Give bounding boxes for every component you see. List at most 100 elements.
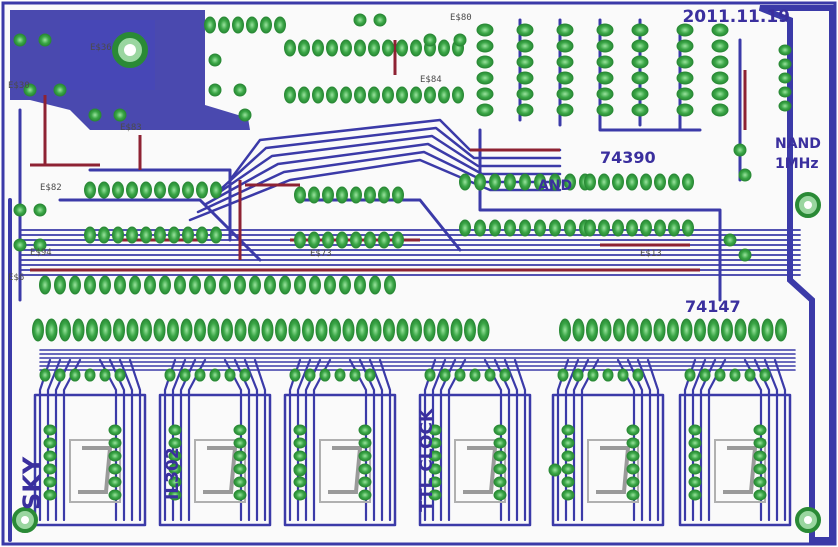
- pad: [261, 318, 274, 342]
- pad: [438, 39, 450, 57]
- pad: [293, 450, 307, 462]
- pad: [572, 318, 585, 342]
- pad: [477, 318, 490, 342]
- pad: [340, 86, 352, 104]
- chip-label-74147: 74147: [685, 297, 741, 316]
- pad: [108, 489, 122, 501]
- mounting-hole-icon: [112, 32, 148, 68]
- pad: [294, 275, 306, 295]
- pad: [326, 39, 338, 57]
- pad: [339, 275, 351, 295]
- pad: [382, 39, 394, 57]
- pad: [23, 83, 37, 97]
- pad: [319, 368, 331, 382]
- pad: [631, 39, 649, 53]
- pad: [640, 173, 652, 191]
- pad: [688, 489, 702, 501]
- pad: [59, 318, 71, 342]
- pad: [108, 424, 122, 436]
- pad: [738, 248, 752, 262]
- pad: [493, 450, 507, 462]
- pad: [358, 489, 372, 501]
- pad: [174, 275, 186, 295]
- trace: [678, 393, 792, 527]
- pad: [548, 463, 562, 477]
- pad: [721, 318, 733, 342]
- trace: [513, 358, 527, 522]
- pad: [364, 231, 376, 249]
- pad: [631, 103, 649, 117]
- trace: [220, 126, 562, 190]
- pad: [39, 368, 51, 382]
- pad: [626, 219, 638, 237]
- pad: [556, 39, 574, 53]
- pad: [556, 71, 574, 85]
- pad: [753, 476, 767, 488]
- pad: [210, 181, 222, 199]
- pad: [294, 186, 306, 204]
- trace: [763, 358, 779, 522]
- pad: [474, 173, 486, 191]
- pad: [549, 173, 561, 191]
- pad: [711, 71, 729, 85]
- pad: [476, 87, 494, 101]
- pad: [778, 44, 792, 56]
- pad: [194, 368, 206, 382]
- pad: [587, 368, 599, 382]
- pad: [676, 103, 694, 117]
- pad: [364, 368, 376, 382]
- pad: [312, 86, 324, 104]
- trace: [212, 134, 562, 198]
- pad: [556, 23, 574, 37]
- pad: [738, 168, 752, 182]
- digit-segments: [203, 446, 238, 494]
- pad: [182, 181, 194, 199]
- pad: [682, 173, 694, 191]
- pad: [688, 476, 702, 488]
- digit-layer: [69, 439, 766, 503]
- pad: [469, 368, 481, 382]
- part-id-label: E$36: [90, 43, 112, 53]
- pad: [778, 86, 792, 98]
- pad: [38, 33, 52, 47]
- pad: [279, 275, 291, 295]
- pad: [43, 489, 57, 501]
- pad: [168, 476, 182, 488]
- pad: [559, 318, 571, 342]
- pad: [368, 39, 380, 57]
- pad: [189, 275, 201, 295]
- pad: [711, 103, 729, 117]
- pad: [232, 16, 244, 34]
- pad: [761, 318, 774, 342]
- pad: [13, 33, 27, 47]
- pad: [336, 186, 348, 204]
- digit-segments: [78, 446, 113, 494]
- trace: [118, 358, 134, 522]
- pad: [153, 318, 166, 342]
- pad: [249, 275, 261, 295]
- pad: [302, 318, 314, 342]
- trace: [753, 358, 771, 522]
- pad: [209, 368, 221, 382]
- pad: [439, 368, 451, 382]
- trace: [296, 358, 312, 522]
- pad: [129, 275, 141, 295]
- pad: [383, 318, 395, 342]
- pad: [233, 463, 247, 475]
- pad: [350, 231, 362, 249]
- pad: [586, 318, 598, 342]
- pad: [714, 368, 726, 382]
- pad: [668, 173, 680, 191]
- pad: [43, 424, 57, 436]
- pad: [33, 238, 47, 252]
- pad: [154, 181, 166, 199]
- pad: [428, 450, 442, 462]
- trace: [773, 358, 787, 522]
- trace: [503, 358, 519, 522]
- pad: [13, 203, 27, 217]
- trace: [418, 393, 532, 527]
- pad: [167, 318, 179, 342]
- pad: [410, 318, 422, 342]
- pad: [711, 23, 729, 37]
- pad: [43, 437, 57, 449]
